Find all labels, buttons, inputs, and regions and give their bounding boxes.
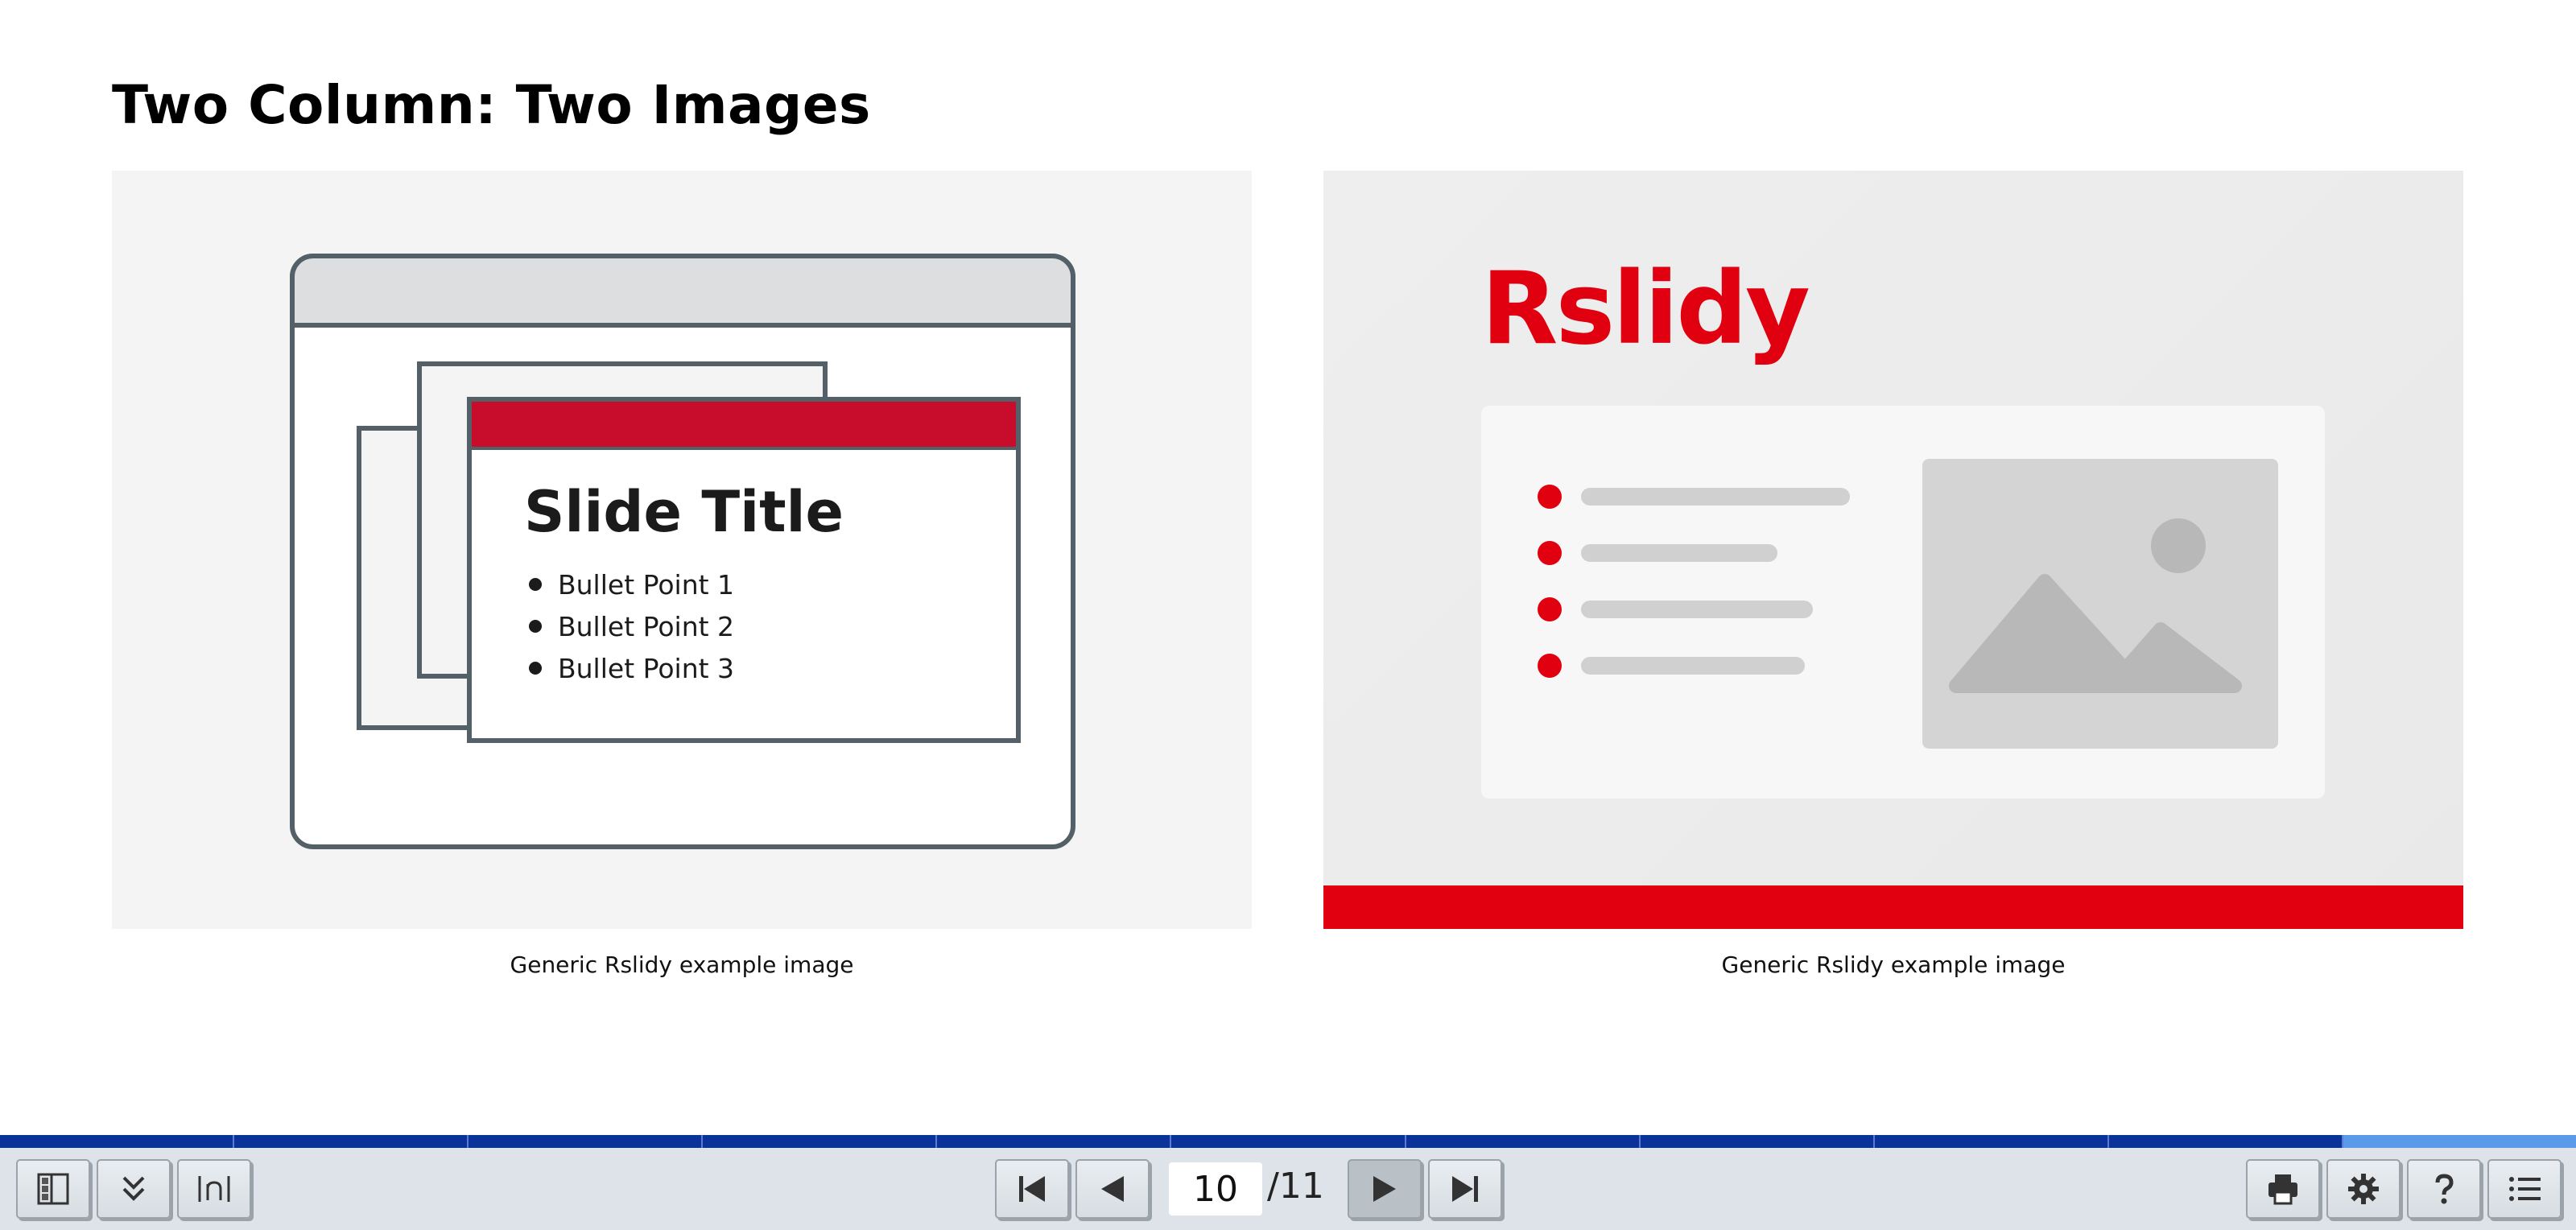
progress-segment[interactable] xyxy=(703,1135,938,1148)
bullet-dot xyxy=(1538,597,1562,621)
illustration-bullet-3: Bullet Point 3 xyxy=(558,653,734,684)
total-pages-label: /11 xyxy=(1267,1166,1324,1207)
bullet-dot xyxy=(1538,485,1562,509)
placeholder-line xyxy=(1581,488,1850,506)
rslidy-illustration-image: Rslidy xyxy=(1323,171,2463,929)
progress-segment[interactable] xyxy=(2343,1135,2576,1148)
figure-caption-right: Generic Rslidy example image xyxy=(1721,951,2066,978)
figure-right: Rslidy Generic Rslidy example im xyxy=(1323,171,2463,978)
table-of-contents-icon xyxy=(2505,1171,2544,1207)
previous-slide-button[interactable] xyxy=(1075,1159,1150,1219)
progress-segment[interactable] xyxy=(937,1135,1172,1148)
last-slide-icon xyxy=(1447,1171,1483,1207)
progress-segment[interactable] xyxy=(469,1135,704,1148)
bullet-dot xyxy=(1538,654,1562,678)
toolbar-collapse-button[interactable] xyxy=(97,1159,171,1219)
slide: Two Column: Two Images Slide Title Bulle… xyxy=(112,74,2463,978)
rslidy-wordmark: Rslidy xyxy=(1481,251,1810,367)
slide-illustration-image: Slide Title Bullet Point 1 Bullet Point … xyxy=(112,171,1252,929)
slide-number-icon xyxy=(195,1171,233,1207)
settings-gear-icon xyxy=(2346,1171,2381,1207)
illustration-bullet-2: Bullet Point 2 xyxy=(558,611,734,642)
illustration-slide-heading: Slide Title xyxy=(524,479,844,545)
progress-segment[interactable] xyxy=(1874,1135,2109,1148)
print-icon xyxy=(2265,1171,2301,1207)
slide-number-button[interactable] xyxy=(177,1159,251,1219)
first-slide-icon xyxy=(1014,1171,1050,1207)
progress-segment[interactable] xyxy=(0,1135,235,1148)
next-slide-icon xyxy=(1367,1171,1402,1207)
next-slide-button[interactable] xyxy=(1348,1159,1422,1219)
slide-overview-button[interactable] xyxy=(16,1159,90,1219)
bullet-dot xyxy=(1538,541,1562,565)
settings-button[interactable] xyxy=(2326,1159,2401,1219)
table-of-contents-button[interactable] xyxy=(2487,1159,2562,1219)
progress-segment[interactable] xyxy=(1640,1135,1875,1148)
progress-segment[interactable] xyxy=(1406,1135,1641,1148)
placeholder-line xyxy=(1581,544,1777,562)
placeholder-line xyxy=(1581,601,1813,618)
help-button[interactable] xyxy=(2407,1159,2481,1219)
illustration-card xyxy=(1481,406,2325,799)
progress-segment[interactable] xyxy=(1171,1135,1406,1148)
help-icon xyxy=(2426,1171,2462,1207)
current-page-input[interactable] xyxy=(1169,1162,1262,1216)
accent-bar xyxy=(1323,885,2463,929)
chevrons-down-icon xyxy=(118,1171,150,1207)
figure-left: Slide Title Bullet Point 1 Bullet Point … xyxy=(112,171,1252,978)
image-placeholder-icon xyxy=(1922,459,2278,749)
placeholder-line xyxy=(1581,657,1805,675)
print-button[interactable] xyxy=(2246,1159,2320,1219)
progress-segment[interactable] xyxy=(2108,1135,2343,1148)
previous-slide-icon xyxy=(1095,1171,1130,1207)
illustration-bullet-1: Bullet Point 1 xyxy=(558,569,734,601)
figure-caption-left: Generic Rslidy example image xyxy=(510,951,854,978)
slide-title: Two Column: Two Images xyxy=(112,74,871,136)
last-slide-button[interactable] xyxy=(1428,1159,1502,1219)
toolbar: /11 xyxy=(0,1148,2576,1230)
first-slide-button[interactable] xyxy=(995,1159,1069,1219)
slide-overview-icon xyxy=(35,1171,71,1207)
progress-segment[interactable] xyxy=(234,1135,469,1148)
slide-progress-bar[interactable] xyxy=(0,1135,2576,1148)
